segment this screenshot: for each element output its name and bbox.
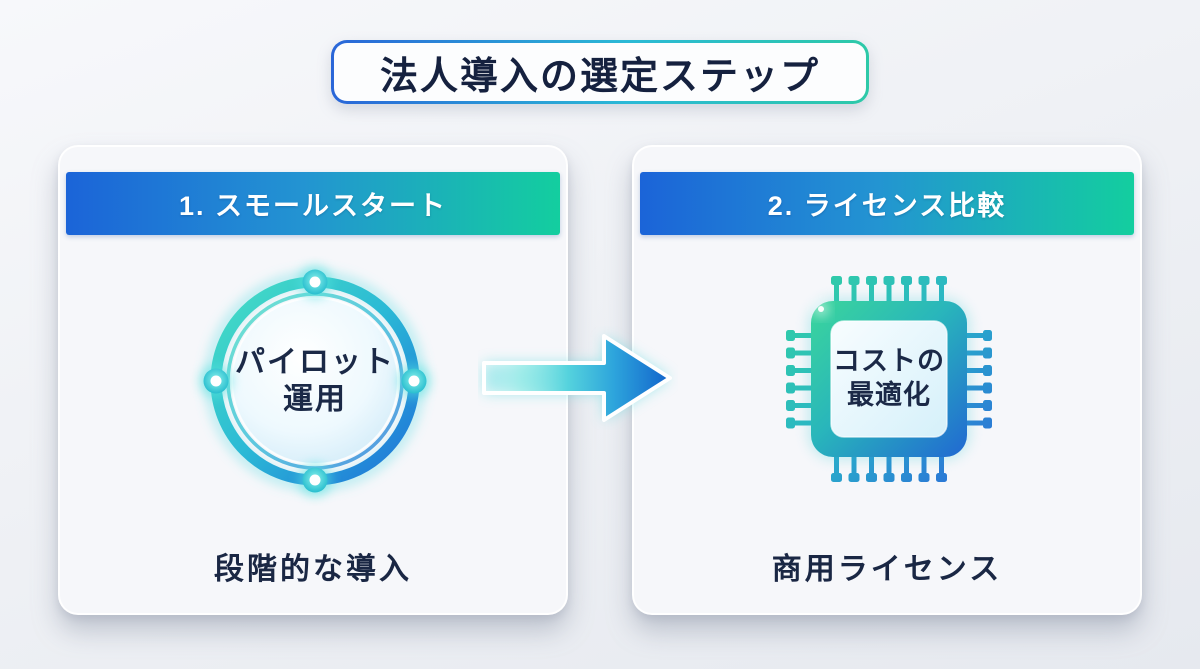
cpu-chip-icon: コストの 最適化 [785, 275, 993, 483]
step2-caption: 商用ライセンス [771, 553, 1003, 586]
chip-label-line1: コストの [833, 346, 945, 377]
ring-label-line1: パイロット [235, 345, 395, 379]
step1-caption: 段階的な導入 [214, 553, 412, 586]
title-box: 法人導入の選定ステップ [330, 40, 870, 104]
step1-header-bar: 1. スモールスタート [66, 172, 560, 235]
step2-header-label: 2. ライセンス比較 [767, 191, 1007, 221]
flow-arrow-icon [478, 326, 678, 430]
orbit-ring-icon: パイロット 運用 [190, 256, 440, 506]
orbit-node-dots [199, 265, 431, 497]
step-card-license-compare: 2. ライセンス比較 [632, 145, 1142, 615]
step2-header-bar: 2. ライセンス比較 [640, 172, 1134, 235]
title-box-inner: 法人導入の選定ステップ [333, 43, 867, 101]
chip-icon-label: コストの 最適化 [785, 275, 993, 483]
orbit-ring-graphic [199, 265, 431, 497]
chip-pins [786, 276, 992, 482]
chip-label-line2: 最適化 [847, 380, 931, 410]
cpu-chip-graphic [786, 276, 992, 482]
ring-icon-label: パイロット 運用 [190, 256, 440, 506]
flow-arrow-graphic [482, 334, 672, 422]
step1-header-label: 1. スモールスタート [178, 191, 448, 221]
page-title: 法人導入の選定ステップ [379, 55, 821, 98]
ring-label-line2: 運用 [283, 383, 347, 416]
